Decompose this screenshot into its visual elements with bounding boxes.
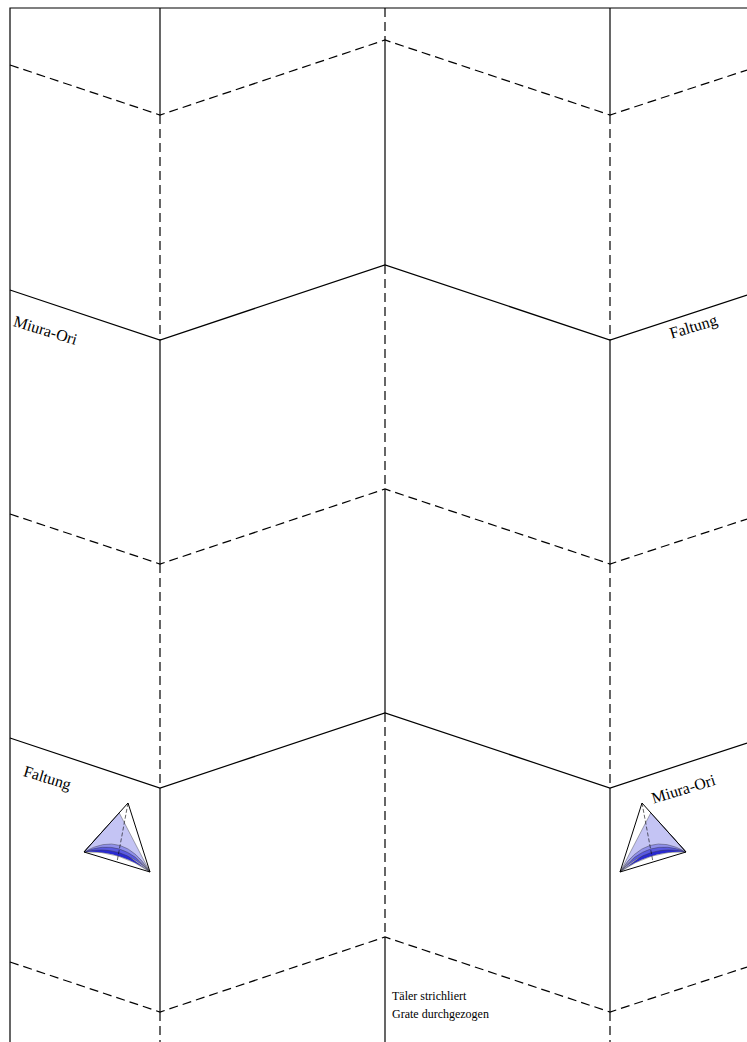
pattern-title: Miura-Ori — [11, 312, 79, 348]
valley-fold — [609, 564, 610, 788]
valley-fold — [384, 8, 385, 40]
mountain-fold — [159, 340, 160, 564]
valley-fold — [384, 713, 385, 937]
valley-fold — [10, 937, 747, 1012]
mountain-fold — [10, 713, 747, 788]
valley-fold — [159, 1012, 160, 1042]
mountain-fold — [609, 8, 610, 115]
mountain-fold — [159, 8, 160, 115]
mountain-fold — [609, 788, 610, 1012]
valley-fold — [10, 40, 747, 115]
frame-line — [10, 8, 747, 1042]
icon-triangle — [620, 803, 686, 872]
mountain-fold — [384, 937, 385, 1042]
fold-icon — [620, 803, 686, 872]
fold-icon — [84, 803, 150, 872]
pattern-title: Faltung — [21, 762, 73, 793]
icon-axis — [117, 803, 128, 862]
valley-fold — [609, 115, 610, 340]
valley-fold — [609, 1012, 610, 1042]
pattern-title: Miura-Ori — [649, 771, 717, 807]
mountain-fold — [609, 340, 610, 564]
valley-fold — [159, 115, 160, 340]
mountain-fold — [384, 40, 385, 265]
mountain-fold — [384, 489, 385, 713]
icon-axis — [642, 803, 653, 862]
mountain-fold — [159, 788, 160, 1012]
legend-note: Grate durchgezogen — [392, 1008, 489, 1021]
legend-note: Täler strichliert — [392, 990, 466, 1003]
icon-triangle — [84, 803, 150, 872]
pattern-title: Faltung — [667, 311, 719, 342]
mountain-fold — [10, 265, 747, 340]
valley-fold — [10, 489, 747, 564]
valley-fold — [384, 265, 385, 489]
valley-fold — [159, 564, 160, 788]
